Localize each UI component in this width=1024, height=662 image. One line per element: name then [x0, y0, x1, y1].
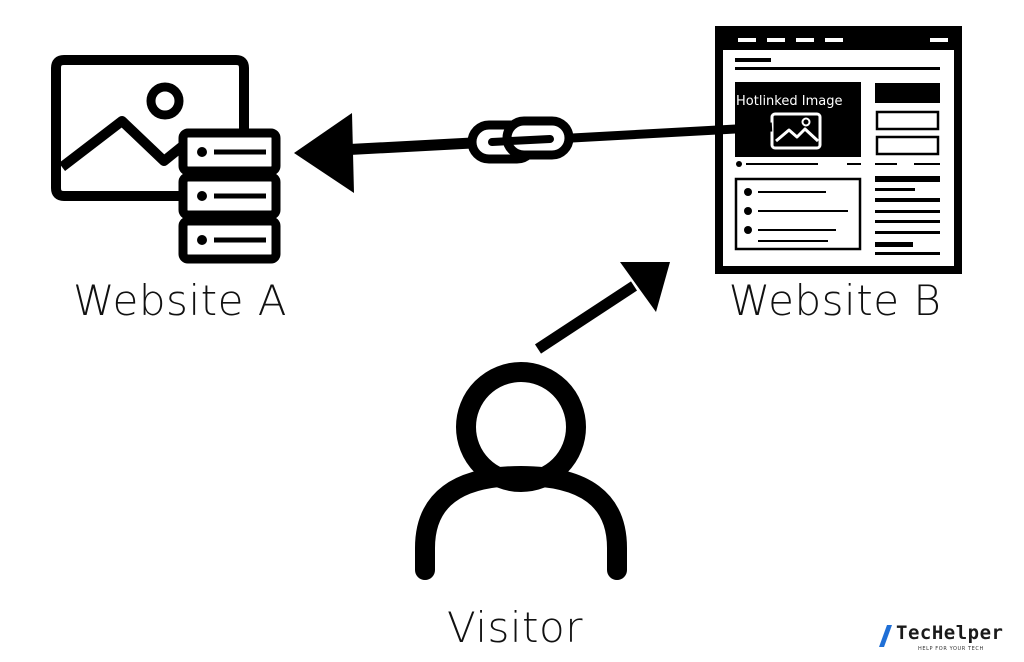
- visitor-label: Visitor: [447, 603, 583, 652]
- website-b-label: Website B: [728, 276, 942, 325]
- webpage-icon: [715, 26, 962, 274]
- arrow-diagonal-icon: [534, 262, 670, 354]
- website-a-label: Website A: [72, 276, 288, 325]
- hotlinked-image-label: Hotlinked Image: [736, 94, 843, 109]
- logo-tagline: HELP FOR YOUR TECH: [918, 646, 984, 652]
- techelper-logo: TecHelper HELP FOR YOUR TECH: [878, 622, 1018, 658]
- arrow-left-icon: [294, 113, 773, 193]
- person-icon: [415, 362, 627, 580]
- link-icon: [467, 116, 574, 164]
- logo-name: TecHelper: [896, 622, 1004, 644]
- logo-slash-icon: [879, 625, 892, 647]
- picture-server-icon: [51, 55, 281, 264]
